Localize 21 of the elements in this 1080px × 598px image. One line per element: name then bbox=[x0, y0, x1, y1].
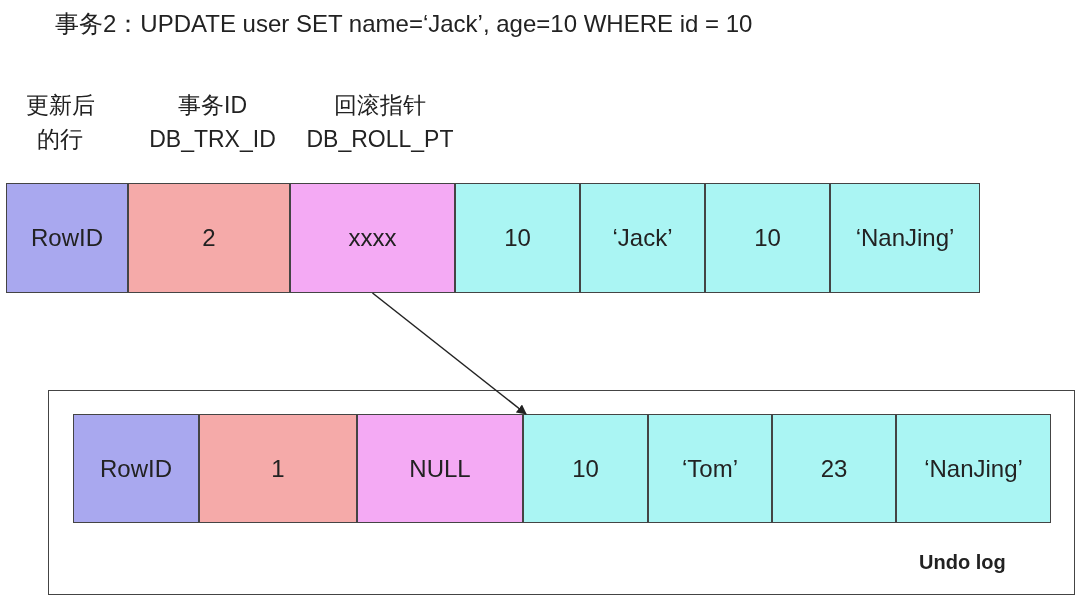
field-cell: ‘Tom’ bbox=[648, 414, 772, 523]
field-cell: 1 bbox=[199, 414, 357, 523]
field-cell: RowID bbox=[6, 183, 128, 293]
arrow bbox=[371, 292, 527, 415]
column-header: 回滚指针 DB_ROLL_PT bbox=[305, 91, 455, 154]
column-header: 更新后的行 bbox=[24, 91, 96, 154]
column-header: 事务ID DB_TRX_ID bbox=[148, 91, 277, 154]
field-cell: 10 bbox=[705, 183, 830, 293]
field-cell: xxxx bbox=[290, 183, 455, 293]
field-cell: 23 bbox=[772, 414, 896, 523]
field-cell: 2 bbox=[128, 183, 290, 293]
field-cell: 10 bbox=[455, 183, 580, 293]
title: 事务2：UPDATE user SET name=‘Jack’, age=10 WHERE id = 10 bbox=[55, 9, 753, 39]
field-cell: ‘NanJing’ bbox=[830, 183, 980, 293]
panel-label: Undo log bbox=[919, 551, 1006, 574]
field-cell: ‘Jack’ bbox=[580, 183, 705, 293]
field-cell: NULL bbox=[357, 414, 523, 523]
field-cell: RowID bbox=[73, 414, 199, 523]
field-cell: ‘NanJing’ bbox=[896, 414, 1051, 523]
field-cell: 10 bbox=[523, 414, 648, 523]
undo-log-panel bbox=[48, 390, 1075, 595]
